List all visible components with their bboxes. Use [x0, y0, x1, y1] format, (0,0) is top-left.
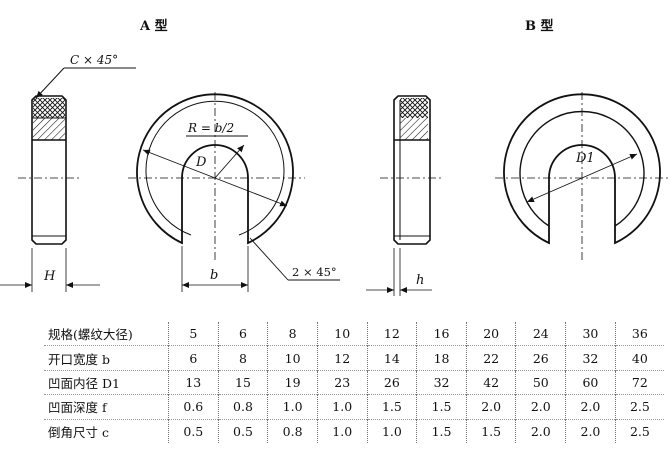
table-cell: 1.0: [267, 394, 318, 420]
table-cell: 23: [316, 370, 368, 395]
table-cell: 5: [168, 322, 219, 346]
table-cell: 1.5: [465, 419, 516, 443]
row-label: 倒角尺寸 c: [48, 424, 109, 440]
table-cell: 6: [168, 345, 219, 371]
table-cell: 32: [416, 370, 467, 395]
table-cell: 20: [465, 322, 516, 346]
table-cell: 19: [267, 370, 318, 395]
row-label: 开口宽度 b: [48, 351, 110, 367]
type-a-front-view: [136, 93, 294, 245]
type-a-title: A 型: [139, 18, 168, 34]
dia-D1-label: D1: [575, 151, 595, 166]
table-cell: 10: [316, 322, 368, 346]
dim-H-label: H: [43, 269, 56, 284]
table-cell: 0.6: [168, 394, 219, 420]
table-cell: 16: [416, 322, 467, 346]
table-cell: 2.0: [565, 394, 616, 420]
chamfer-top-label: C × 45°: [70, 53, 118, 67]
chamfer-bottom-label: 2 × 45°: [292, 265, 337, 279]
dia-D-label: D: [195, 155, 207, 170]
type-b-title: B 型: [525, 18, 554, 34]
table-cell: 36: [614, 322, 664, 346]
table-cell: 8: [217, 345, 268, 371]
diameter-D1-line: [526, 153, 638, 203]
table-cell: 30: [565, 322, 616, 346]
table-cell: 2.5: [614, 419, 664, 443]
table-cell: 24: [515, 322, 566, 346]
table-cell: 8: [267, 322, 318, 346]
table-cell: 42: [465, 370, 516, 395]
table-cell: 0.5: [217, 419, 268, 443]
row-label: 凹面深度 f: [48, 400, 107, 416]
dim-b-label: b: [210, 268, 218, 283]
table-cell: 1.5: [366, 394, 417, 420]
table-cell: 6: [217, 322, 268, 346]
table-cell: 26: [515, 345, 566, 371]
row-label: 凹面内径 D1: [48, 375, 120, 391]
table-cell: 32: [565, 345, 616, 371]
table-cell: 0.8: [217, 394, 268, 420]
table-cell: 60: [565, 370, 616, 395]
table-cell: 12: [316, 345, 368, 371]
table-cell: 26: [366, 370, 417, 395]
table-cell: 13: [168, 370, 219, 395]
table-cell: 1.0: [316, 419, 368, 443]
radius-label: R = b/2: [187, 121, 234, 135]
table-cell: 12: [366, 322, 417, 346]
table-cell: 0.8: [267, 419, 318, 443]
table-cell: 2.0: [565, 419, 616, 443]
table-cell: 0.5: [168, 419, 219, 443]
table-cell: 50: [515, 370, 566, 395]
table-cell: 40: [614, 345, 664, 371]
table-cell: 22: [465, 345, 516, 371]
table-cell: 2.0: [465, 394, 516, 420]
table-cell: 10: [267, 345, 318, 371]
type-b-side-view: [393, 95, 431, 245]
table-cell: 2.0: [515, 394, 566, 420]
table-cell: 14: [366, 345, 417, 371]
table-cell: 2.5: [614, 394, 664, 420]
table-cell: 2.0: [515, 419, 566, 443]
table-cell: 1.0: [316, 394, 368, 420]
row-label: 规格(螺纹大径): [48, 327, 133, 343]
table-cell: 72: [614, 370, 664, 395]
technical-drawing: A 型 B 型 C × 45° H D R = b/2 2 × 45° b: [0, 18, 670, 296]
table-cell: 18: [416, 345, 467, 371]
table-cell: 1.0: [366, 419, 417, 443]
type-b-front-view: [503, 93, 661, 245]
table-cell: 1.5: [416, 394, 467, 420]
type-a-side-view: [31, 95, 67, 245]
dim-h-label: h: [416, 273, 424, 288]
table-cell: 1.5: [416, 419, 467, 443]
table-cell: 15: [217, 370, 268, 395]
